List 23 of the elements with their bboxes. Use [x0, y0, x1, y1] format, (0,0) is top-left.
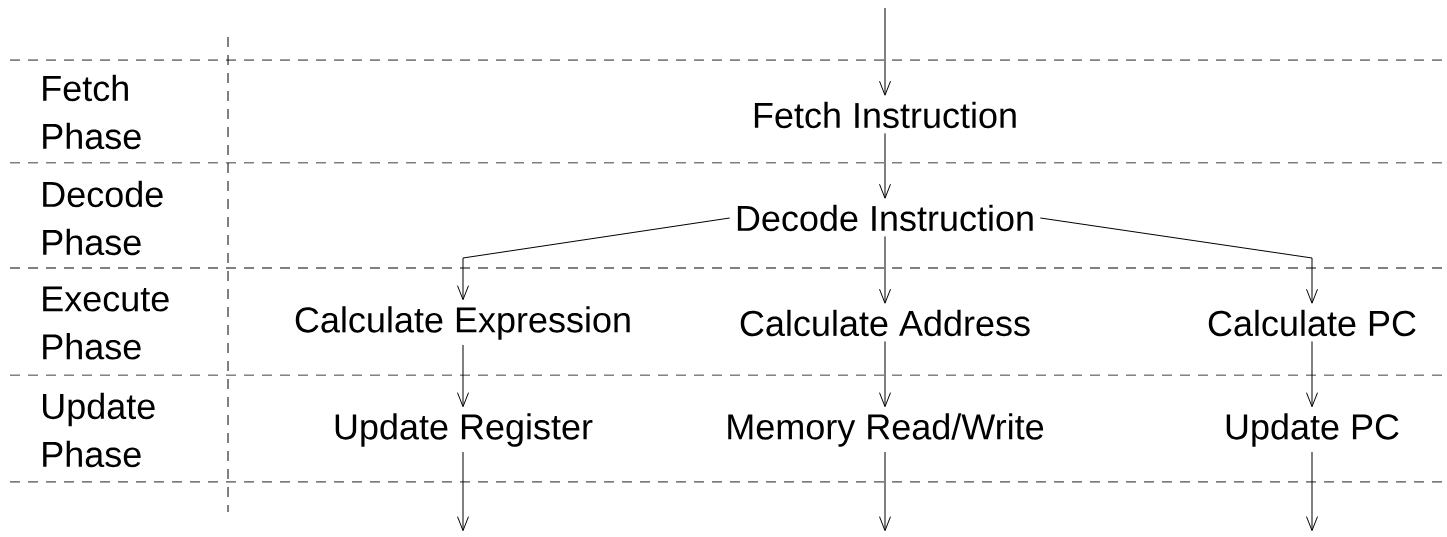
arrow: [457, 344, 469, 408]
arrow: [457, 451, 469, 532]
phase-label: Decode Phase: [43, 180, 163, 256]
arrow: [879, 451, 891, 532]
phase-label: Fetch Phase: [43, 74, 141, 150]
arrow: [879, 235, 891, 304]
arrow: [1306, 340, 1318, 408]
arrow: [457, 217, 731, 301]
step-label: Update Register: [335, 413, 593, 447]
arrow: [1039, 217, 1318, 304]
arrow: [879, 7, 891, 96]
step-label: Decode Instruction: [737, 204, 1033, 232]
step-label: Memory Read/Write: [728, 413, 1044, 447]
arrow: [879, 340, 891, 408]
step-label: Calculate Expression: [295, 306, 630, 340]
phase-label: Update Phase: [43, 392, 155, 468]
arrow: [879, 132, 891, 199]
phase-label: Execute Phase: [43, 286, 169, 360]
arrow: [1306, 451, 1318, 532]
step-label: Calculate Address: [740, 309, 1030, 337]
step-label: Update PC: [1226, 413, 1399, 447]
step-label: Fetch Instruction: [754, 101, 1016, 129]
step-label: Calculate PC: [1208, 309, 1416, 337]
